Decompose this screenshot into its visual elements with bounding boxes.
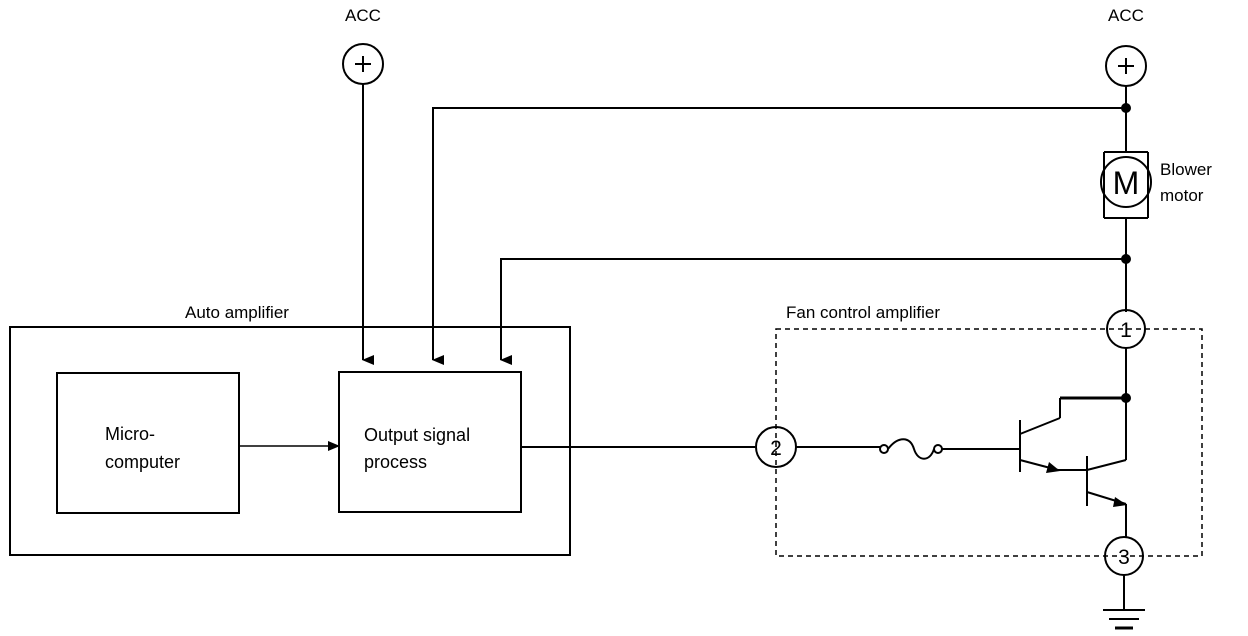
microcomputer-block: Micro- computer	[56, 372, 240, 514]
output-signal-process-label-line1: Output signal	[364, 425, 470, 445]
auto-amplifier: Auto amplifier Micro- computer Output si…	[9, 303, 571, 556]
auto-amplifier-label: Auto amplifier	[185, 303, 289, 322]
plus-terminal-icon	[342, 43, 384, 85]
motor-supply-sense-wire	[432, 107, 1126, 365]
transistor-icon	[1019, 396, 1127, 537]
collector-junction-node	[1121, 393, 1131, 403]
output-signal-process-label-line2: process	[364, 452, 427, 472]
plus-terminal-icon	[1105, 45, 1147, 87]
acc-left-supply: ACC	[342, 6, 384, 365]
terminal-2-label: 2	[770, 437, 782, 460]
motor-symbol: M	[1113, 165, 1140, 201]
terminal-3: 3	[1104, 536, 1144, 576]
acc-right-supply: ACC	[1105, 6, 1147, 152]
fuse-icon	[879, 438, 943, 460]
ground-icon	[1103, 575, 1145, 630]
acc-left-label: ACC	[345, 6, 381, 25]
fan-control-amplifier-label: Fan control amplifier	[786, 303, 940, 322]
motor-icon	[1100, 151, 1152, 219]
terminal-3-label: 3	[1118, 546, 1130, 569]
blower-motor-label-line1: Blower	[1160, 160, 1212, 179]
microcomputer-label-line1: Micro-	[105, 424, 155, 444]
microcomputer-label-line2: computer	[105, 452, 180, 472]
blower-motor-label-line2: motor	[1160, 186, 1204, 205]
fan-control-amplifier: Fan control amplifier 1 2 3	[755, 303, 1203, 576]
fan-control-amplifier-box	[775, 328, 1203, 557]
auto-amplifier-box	[9, 326, 571, 556]
blower-motor: M Blower motor	[1100, 151, 1212, 312]
terminal-1-label: 1	[1120, 319, 1132, 342]
acc-right-label: ACC	[1108, 6, 1144, 25]
output-signal-process-block: Output signal process	[338, 371, 522, 513]
